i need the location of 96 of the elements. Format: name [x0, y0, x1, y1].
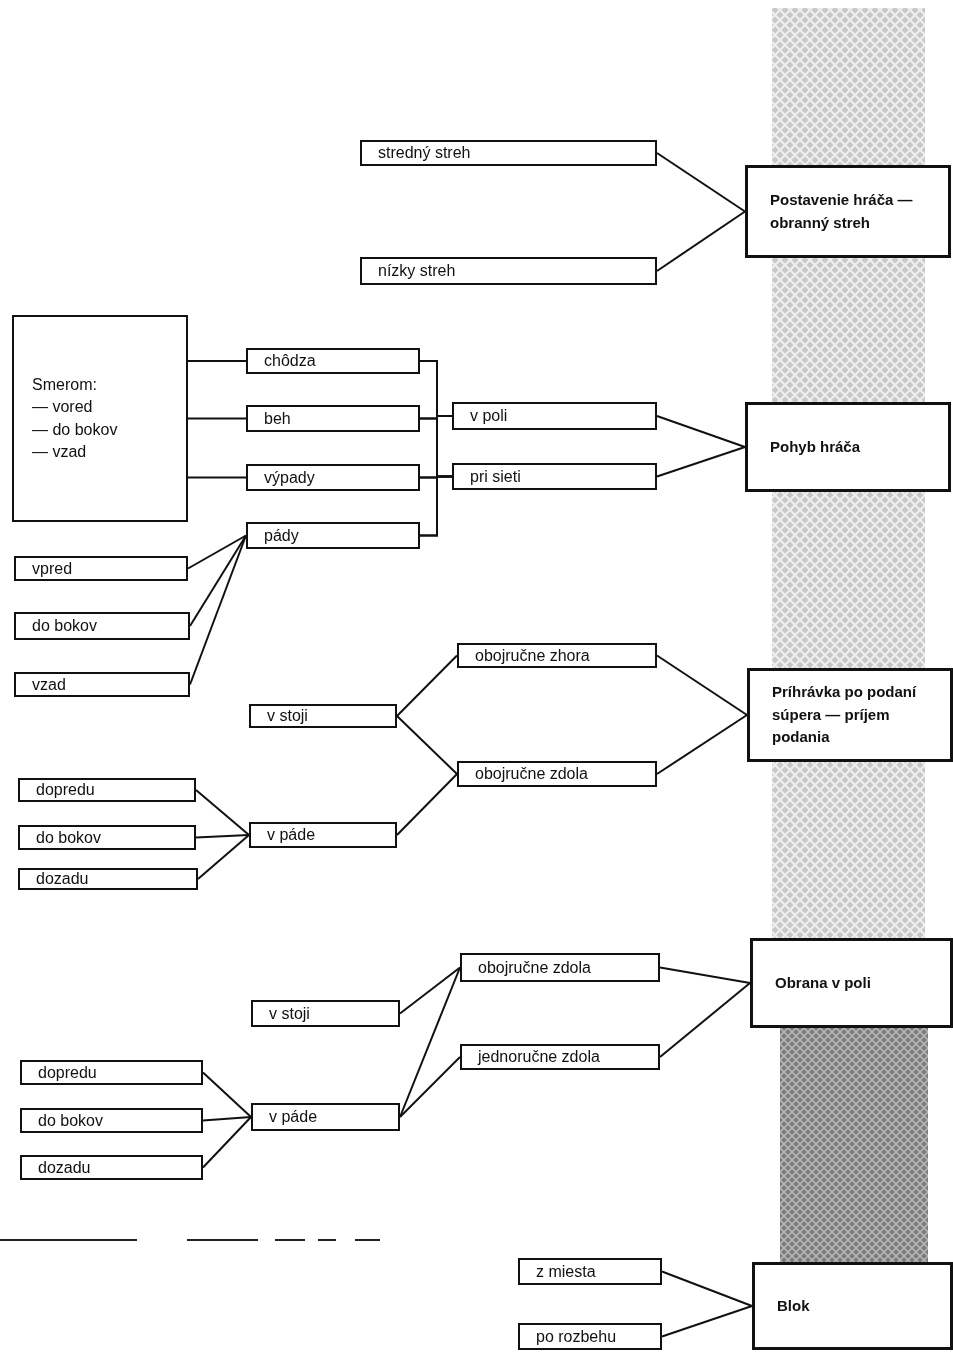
connector-line: [656, 152, 746, 213]
connector-line: [189, 534, 247, 627]
label-box: [452, 402, 657, 430]
label-box: [246, 405, 420, 432]
connector-line: [197, 834, 250, 880]
node-label: pády: [264, 525, 300, 546]
node-label: Smerom:: [32, 374, 98, 395]
connector-line: [656, 210, 746, 272]
node-label: dozadu: [38, 1157, 92, 1178]
node-label: beh: [264, 408, 292, 429]
label-box: [251, 1103, 400, 1131]
connector-line: [202, 1116, 252, 1169]
label-box: [457, 643, 657, 668]
heading-box: [752, 1262, 953, 1350]
label-box: [452, 463, 657, 490]
category-box: [12, 315, 188, 522]
node-label: dozadu: [36, 869, 90, 889]
node-label: stredný streh: [378, 143, 472, 163]
heading-box: [745, 165, 951, 258]
label-box: [460, 1044, 660, 1070]
label-box: [518, 1258, 662, 1285]
label-box: [246, 522, 420, 549]
connector-line: [396, 715, 458, 775]
connector-line: [656, 714, 748, 775]
heading-box: [745, 402, 951, 492]
label-box: [18, 825, 196, 850]
connector-line: [187, 360, 247, 362]
connector-line: [656, 654, 748, 716]
label-box: [518, 1323, 662, 1350]
node-label: jednoručne zdola: [478, 1047, 601, 1067]
label-box: [360, 257, 657, 285]
node-label: Blok: [777, 1295, 811, 1316]
node-label: do bokov: [32, 616, 98, 636]
node-label: obojručne zdola: [475, 764, 589, 784]
node-label: Príhrávka po podaní súpera — príjem podania: [772, 682, 918, 748]
label-box: [249, 704, 397, 728]
node-label: — do bokov: [32, 419, 119, 440]
node-label: po rozbehu: [536, 1326, 618, 1347]
label-box: [460, 953, 660, 982]
node-label: Pohyb hráča: [770, 436, 862, 457]
label-box: [457, 761, 657, 787]
connector-line: [419, 475, 453, 537]
label-box: [14, 672, 190, 697]
node-label: do bokov: [38, 1110, 104, 1131]
label-box: [246, 464, 420, 491]
heading-box: [747, 668, 953, 762]
connector-line: [195, 834, 250, 839]
node-label: Obrana v poli: [775, 972, 872, 993]
label-box: [18, 778, 196, 802]
connector-line: [659, 966, 751, 984]
node-label: v poli: [470, 406, 509, 426]
node-label: nízky streh: [378, 261, 457, 281]
connector-line: [396, 773, 458, 836]
connector-line: [661, 1305, 753, 1338]
node-label: výpady: [264, 467, 316, 488]
node-label: v stoji: [267, 706, 309, 726]
node-label: v páde: [267, 825, 317, 845]
connector-line: [195, 789, 250, 836]
label-box: [20, 1155, 203, 1180]
node-label: v stoji: [269, 1003, 311, 1024]
node-label: — vzad: [32, 441, 88, 462]
node-label: obojručne zdola: [478, 957, 592, 978]
label-box: [249, 822, 397, 848]
node-label: — vored: [32, 397, 94, 418]
node-label: dopredu: [36, 780, 96, 800]
connector-line: [187, 476, 247, 479]
label-box: [246, 348, 420, 374]
node-label: obojručne zhora: [475, 645, 591, 666]
heading-box: [750, 938, 953, 1028]
label-box: [18, 868, 198, 890]
label-box: [14, 612, 190, 640]
node-label: dopredu: [38, 1062, 98, 1083]
connector-line: [656, 415, 746, 448]
node-label: v páde: [269, 1107, 319, 1127]
node-label: z miesta: [536, 1261, 597, 1282]
connector-line: [661, 1270, 753, 1307]
node-label: do bokov: [36, 827, 102, 848]
connector-line: [396, 654, 458, 717]
node-label: vpred: [32, 558, 74, 579]
connector-line: [399, 966, 461, 1015]
connector-line: [187, 534, 247, 570]
connector-line: [202, 1116, 252, 1122]
label-box: [251, 1000, 400, 1027]
connector-line: [202, 1071, 252, 1118]
label-box: [360, 140, 657, 166]
label-box: [20, 1060, 203, 1085]
node-label: Postavenie hráča — obranný streh: [770, 190, 914, 233]
connector-line: [659, 982, 751, 1058]
label-box: [20, 1108, 203, 1133]
node-label: vzad: [32, 674, 67, 695]
connector-line: [399, 1056, 461, 1118]
label-box: [14, 556, 188, 581]
connector-line: [187, 417, 247, 420]
connector-line: [656, 446, 746, 478]
node-label: chôdza: [264, 351, 317, 371]
node-label: pri sieti: [470, 466, 522, 487]
